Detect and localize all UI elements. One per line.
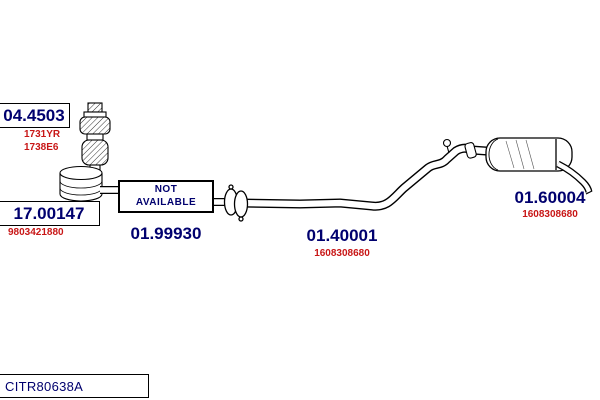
silencer-part-number[interactable]: 01.60004 (514, 188, 586, 207)
precat-part-number[interactable]: 17.00147 (13, 203, 85, 223)
catalyst-part-number-box: 04.4503 (0, 103, 70, 128)
precatalyst-drawing (59, 165, 103, 202)
precat-part-number-box: 17.00147 (0, 201, 100, 226)
catalyst-ref-2: 1738E6 (24, 142, 59, 153)
footer-code: CITR80638A (5, 378, 84, 394)
not-available-box: NOT AVAILABLE (118, 180, 214, 213)
not-available-line2: AVAILABLE (135, 196, 197, 208)
frontpipe-part-number[interactable]: 01.99930 (130, 224, 202, 243)
centerpipe-part-number[interactable]: 01.40001 (306, 226, 378, 245)
hanger-drawing (442, 138, 477, 159)
flange-gasket-drawing (223, 184, 249, 222)
centerpipe-ref: 1608308680 (314, 248, 370, 259)
center-pipe-drawing (237, 143, 501, 211)
catalyst-part-number[interactable]: 04.4503 (3, 105, 65, 125)
not-available-line1: NOT (154, 184, 178, 195)
precat-ref: 9803421880 (8, 227, 64, 238)
catalyst-ref-1: 1731YR (24, 129, 61, 140)
silencer-ref: 1608308680 (522, 209, 578, 220)
footer-code-box: CITR80638A (0, 374, 149, 398)
catalyst-drawing (79, 102, 111, 171)
muffler-drawing (485, 137, 573, 172)
tailpipe-drawing (556, 160, 593, 195)
